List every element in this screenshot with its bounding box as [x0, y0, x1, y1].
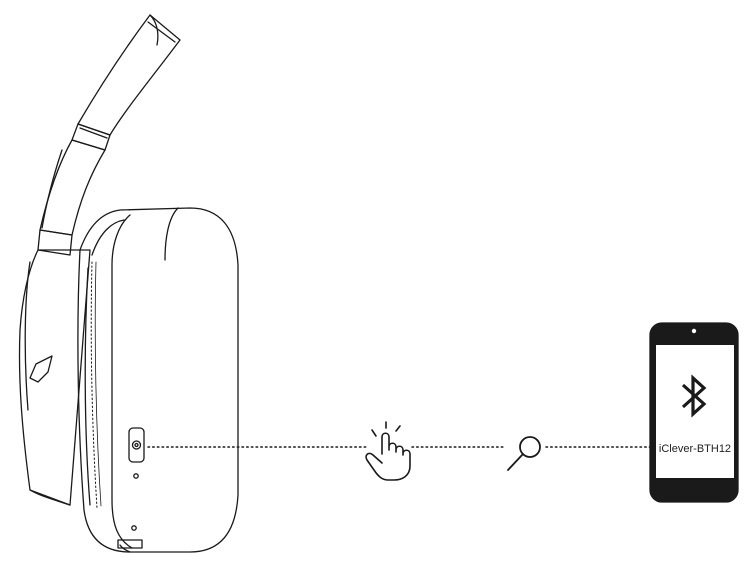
- charging-port: [117, 539, 143, 549]
- bluetooth-icon: [681, 374, 707, 418]
- hand-press-icon: [365, 421, 411, 481]
- led-indicator: [133, 473, 139, 479]
- phone-camera: [691, 328, 697, 334]
- power-button[interactable]: [128, 427, 145, 463]
- device-name-label: iClever-BTH12: [658, 443, 732, 455]
- smartphone: [649, 322, 739, 503]
- headphones-illustration: [18, 14, 239, 553]
- mic-hole: [131, 525, 137, 531]
- headband: [37, 14, 181, 256]
- magnifier-search-icon: [507, 436, 541, 471]
- ear-cup: [77, 207, 239, 553]
- yoke: [18, 249, 91, 506]
